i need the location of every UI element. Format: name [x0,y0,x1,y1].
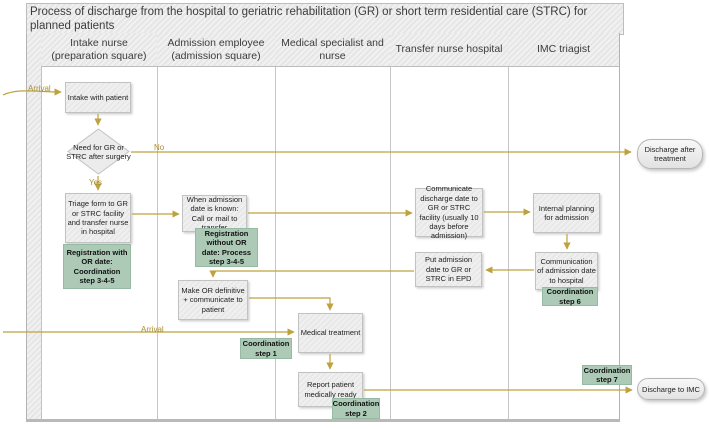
end-event-discharge-to-imc[interactable]: Discharge to IMC [637,378,705,400]
task-communicate-discharge-date[interactable]: Communicate discharge date to GR or STRC… [415,184,483,240]
task-medical-treatment[interactable]: Medical treatment [298,313,363,353]
lane-divider [157,33,158,419]
diamond-shape [67,128,130,175]
lane-divider [275,33,276,419]
annotation-coordination-step-7: Coordination step 7 [582,365,632,385]
swimlane-frame: Intake nurse (preparation square) Admiss… [26,33,620,422]
end-event-discharge-after-treatment[interactable]: Discharge after treatment [637,139,703,169]
label-arrival-top: Arrival [28,84,51,93]
task-internal-planning[interactable]: Internal planning for admission [533,193,600,233]
lane-divider [508,33,509,419]
annotation-coordination-step-1: Coordination step 1 [240,338,292,359]
task-intake-with-patient[interactable]: Intake with patient [65,82,131,113]
diagram-title: Process of discharge from the hospital t… [26,3,624,35]
annotation-registration-without-or-date: Registration without OR date: Process st… [195,228,258,267]
lane-header-admission-employee: Admission employee (admission square) [157,33,275,67]
annotation-registration-with-or-date: Registration with OR date: Coordination … [63,244,131,289]
task-triage-form[interactable]: Triage form to GR or STRC facility and t… [65,193,131,243]
task-communication-admission-date[interactable]: Communication of admission date to hospi… [535,252,598,290]
decision-need-gr-strc[interactable]: Need for GR or STRC after surgery [66,128,131,175]
lane-header-medical-specialist: Medical specialist and nurse [275,33,390,67]
lane-header-transfer-nurse: Transfer nurse hospital [390,33,508,67]
lane-header-intake-nurse: Intake nurse (preparation square) [41,33,157,67]
task-when-admission-date-known[interactable]: When admission date is known: Call or ma… [182,195,247,232]
lane-header-imc-triagist: IMC triagist [508,33,619,67]
label-yes: Yes [89,178,103,187]
label-arrival-bottom: Arrival [141,325,164,334]
milestone-lane [27,33,42,419]
annotation-coordination-step-2: Coordination step 2 [332,398,380,419]
task-put-admission-date-epd[interactable]: Put admission date to GR or STRC in EPD [415,252,482,287]
annotation-coordination-step-6: Coordination step 6 [542,287,598,306]
task-make-or-definitive[interactable]: Make OR definitive + communicate to pati… [178,280,248,320]
label-no: No [154,143,165,152]
lane-divider [390,33,391,419]
decision-label: Need for GR or STRC after surgery [66,142,131,161]
